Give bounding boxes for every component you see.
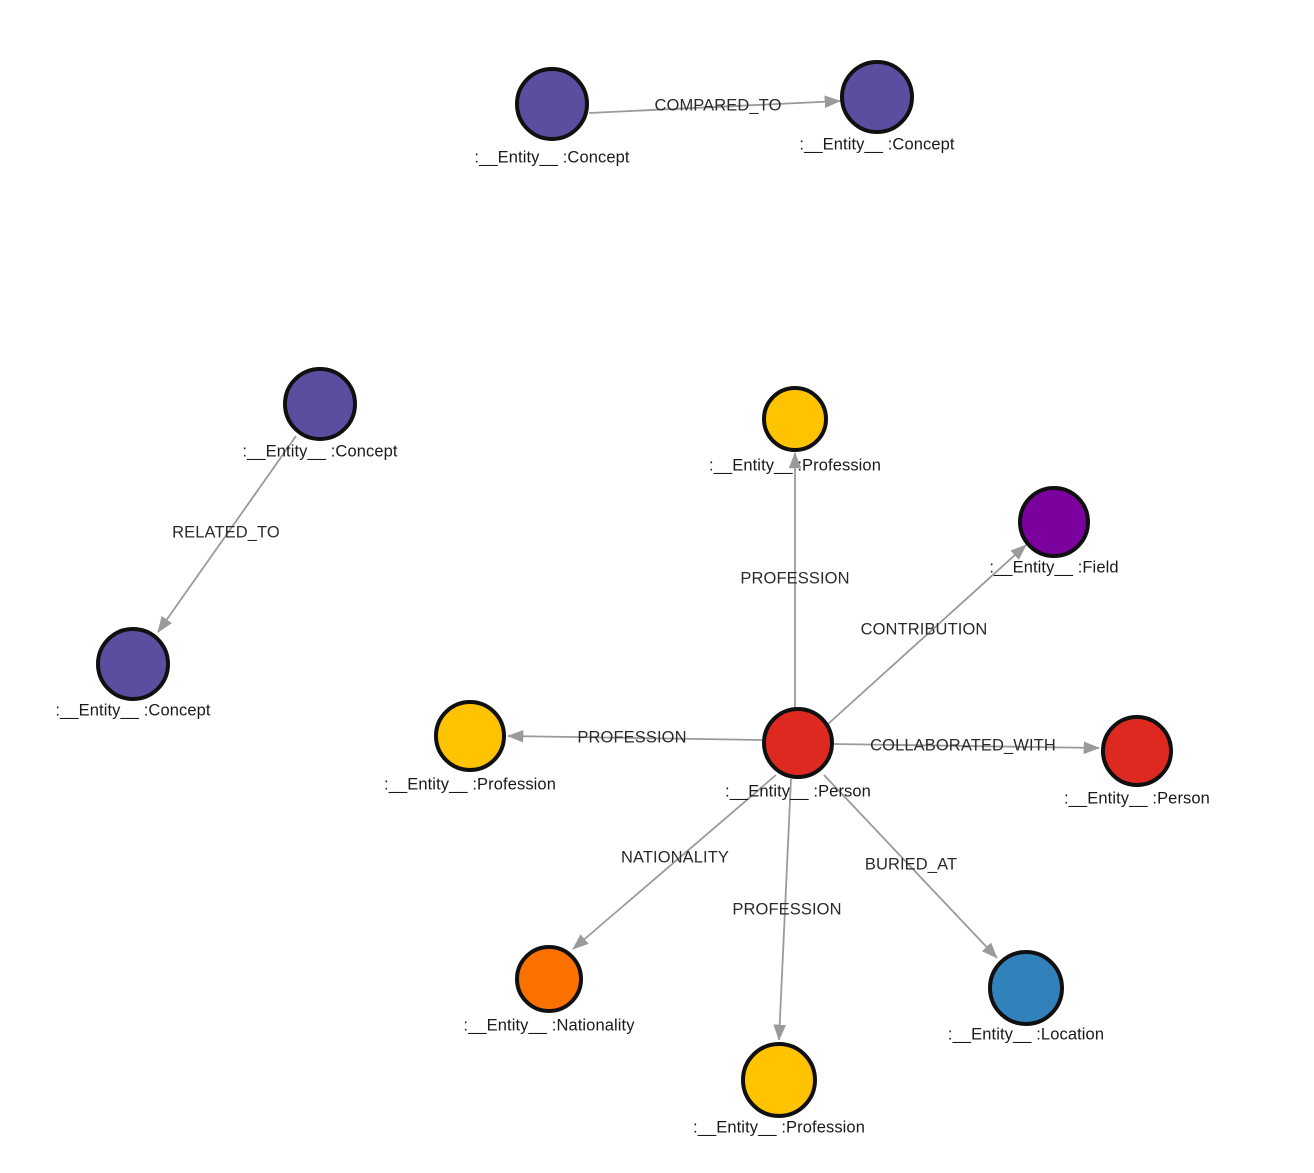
- graph-node-person[interactable]: [762, 707, 834, 779]
- graph-edge[interactable]: [773, 778, 792, 1041]
- graph-node-profession[interactable]: [741, 1042, 817, 1118]
- graph-edge[interactable]: [588, 95, 841, 114]
- graph-node-field[interactable]: [1018, 486, 1090, 558]
- graph-edge[interactable]: [507, 729, 763, 743]
- node-label: :__Entity__ :Profession: [693, 1118, 865, 1137]
- edge-label: BURIED_AT: [864, 855, 958, 874]
- graph-edge[interactable]: [833, 741, 1100, 755]
- edge-label: PROFESSION: [740, 569, 850, 588]
- node-label: :__Entity__ :Person: [1064, 789, 1210, 808]
- node-label: :__Entity__ :Concept: [474, 148, 630, 167]
- graph-node-location[interactable]: [988, 950, 1064, 1026]
- graph-node-concept[interactable]: [283, 367, 357, 441]
- node-label: :__Entity__ :Concept: [242, 442, 398, 461]
- graph-node-profession[interactable]: [762, 386, 828, 452]
- edge-label: RELATED_TO: [172, 523, 280, 542]
- edge-label: COLLABORATED_WITH: [870, 736, 1056, 755]
- graph-edge[interactable]: [157, 435, 297, 633]
- edge-label: NATIONALITY: [620, 848, 730, 867]
- graph-node-concept[interactable]: [96, 627, 170, 701]
- edge-label: COMPARED_TO: [654, 96, 782, 115]
- node-label: :__Entity__ :Location: [947, 1025, 1105, 1044]
- graph-edge[interactable]: [823, 774, 998, 959]
- edge-label: CONTRIBUTION: [860, 620, 988, 639]
- graph-edge[interactable]: [827, 544, 1027, 725]
- node-label: :__Entity__ :Field: [989, 558, 1119, 577]
- node-label: :__Entity__ :Profession: [384, 775, 556, 794]
- graph-node-concept[interactable]: [515, 67, 589, 141]
- node-label: :__Entity__ :Concept: [55, 701, 211, 720]
- graph-edge[interactable]: [572, 774, 777, 950]
- graph-node-profession[interactable]: [434, 700, 506, 772]
- edge-label: PROFESSION: [577, 728, 687, 747]
- node-label: :__Entity__ :Concept: [799, 135, 955, 154]
- node-label: :__Entity__ :Nationality: [463, 1016, 635, 1035]
- edge-label: PROFESSION: [732, 900, 842, 919]
- graph-node-person[interactable]: [1101, 715, 1173, 787]
- node-label: :__Entity__ :Profession: [709, 456, 881, 475]
- edge-lines: [157, 95, 1100, 1041]
- graph-node-concept[interactable]: [840, 60, 914, 134]
- node-label: :__Entity__ :Person: [725, 782, 871, 801]
- graph-node-nationality[interactable]: [515, 945, 583, 1013]
